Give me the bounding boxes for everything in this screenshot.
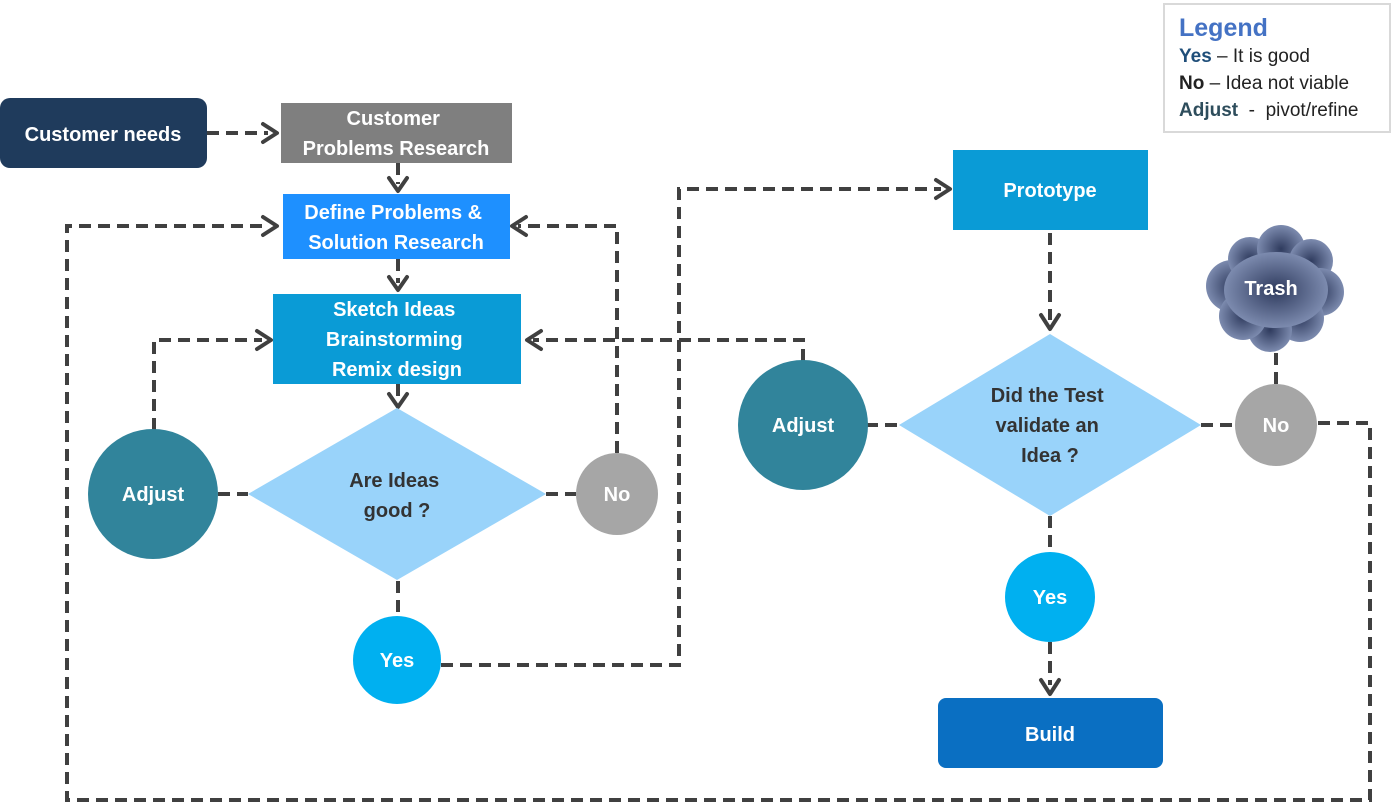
define-problems-node: Define Problems & Solution Research: [283, 194, 510, 259]
test-validate-decision: Did the Test validate an Idea ?: [899, 334, 1201, 516]
cloud-icon: [1206, 225, 1344, 352]
ideas-good-decision: Are Ideas good ?: [248, 408, 546, 580]
legend-row-yes: Yes – It is good: [1179, 43, 1377, 70]
yes-right-label: Yes: [1033, 587, 1067, 609]
ideas-good-label: Are Ideas good ?: [349, 470, 445, 522]
arrowhead-down: [1039, 313, 1061, 331]
build-box: [938, 698, 1163, 768]
adjust-left-node: Adjust: [88, 429, 218, 559]
legend-text-no: Idea not viable: [1225, 73, 1350, 94]
test-validate-label: Did the Test validate an Idea ?: [991, 385, 1110, 467]
legend-key-adjust: Adjust: [1179, 100, 1239, 121]
arrowhead-down: [387, 392, 409, 409]
define-problems-label: Define Problems & Solution Research: [304, 202, 487, 254]
no-left-node: No: [576, 453, 658, 535]
build-label: Build: [1025, 724, 1075, 746]
sketch-ideas-box: [273, 294, 521, 384]
yes-right-node: Yes: [1005, 552, 1095, 642]
adjust-right-circle: [738, 360, 868, 490]
arrowhead-down: [387, 176, 409, 193]
adjust-right-node: Adjust: [738, 360, 868, 490]
prototype-label: Prototype: [1003, 180, 1096, 202]
connector-adjust-left-to-sketch: [152, 338, 262, 496]
legend-text-yes: It is good: [1232, 46, 1310, 67]
legend-key-no: No: [1179, 73, 1205, 94]
connector-no-right-loop-to-define: [65, 224, 1372, 802]
test-validate-diamond: [899, 334, 1201, 516]
legend-key-yes: Yes: [1179, 46, 1212, 67]
yes-left-circle: [353, 616, 441, 704]
prototype-node: Prototype: [953, 150, 1148, 230]
yes-right-circle: [1005, 552, 1095, 642]
arrowhead-right: [255, 329, 273, 351]
no-right-label: No: [1263, 415, 1290, 437]
arrowhead-right: [261, 215, 279, 237]
adjust-left-circle: [88, 429, 218, 559]
problems-research-label: Customer Problems Research: [303, 108, 490, 160]
legend-box: Legend Yes – It is good No – Idea not vi…: [1163, 3, 1391, 133]
define-problems-box: [283, 194, 510, 259]
arrowhead-down: [1039, 678, 1061, 696]
arrowhead-right: [261, 122, 279, 144]
no-right-circle: [1235, 384, 1317, 466]
sketch-ideas-node: Sketch Ideas Brainstorming Remix design: [273, 294, 521, 384]
trash-cloud-node: Trash: [1206, 225, 1344, 352]
problems-research-box: [281, 103, 512, 163]
sketch-ideas-label: Sketch Ideas Brainstorming Remix design: [326, 299, 468, 381]
ideas-good-diamond: [248, 408, 546, 580]
no-left-label: No: [604, 484, 631, 506]
trash-label: Trash: [1244, 278, 1297, 300]
customer-needs-node: Customer needs: [0, 98, 207, 168]
legend-row-adjust: Adjust - pivot/refine: [1179, 97, 1377, 124]
no-left-circle: [576, 453, 658, 535]
problems-research-node: Customer Problems Research: [281, 103, 512, 163]
prototype-box: [953, 150, 1148, 230]
no-right-node: No: [1235, 384, 1317, 466]
connector-lines: [65, 131, 1372, 802]
adjust-left-label: Adjust: [122, 484, 185, 506]
legend-sep: –: [1204, 73, 1226, 94]
arrowhead-left: [510, 215, 528, 237]
build-node: Build: [938, 698, 1163, 768]
legend-text-adjust: pivot/refine: [1265, 100, 1359, 121]
legend-row-no: No – Idea not viable: [1179, 70, 1377, 97]
connector-yes-left-to-prototype: [441, 187, 941, 667]
arrowhead-right: [934, 178, 952, 200]
arrowhead-left: [525, 329, 543, 351]
arrowheads: [255, 122, 1061, 696]
yes-left-label: Yes: [380, 650, 414, 672]
legend-sep: -: [1238, 100, 1266, 121]
yes-left-node: Yes: [353, 616, 441, 704]
adjust-right-label: Adjust: [772, 415, 835, 437]
customer-needs-label: Customer needs: [25, 124, 182, 146]
legend-title: Legend: [1179, 14, 1268, 42]
connector-no-left-to-define: [518, 224, 619, 496]
customer-needs-box: [0, 98, 207, 168]
connector-adjust-right-to-sketch: [533, 338, 900, 427]
legend-sep: –: [1211, 46, 1233, 67]
arrowhead-down: [387, 275, 409, 292]
